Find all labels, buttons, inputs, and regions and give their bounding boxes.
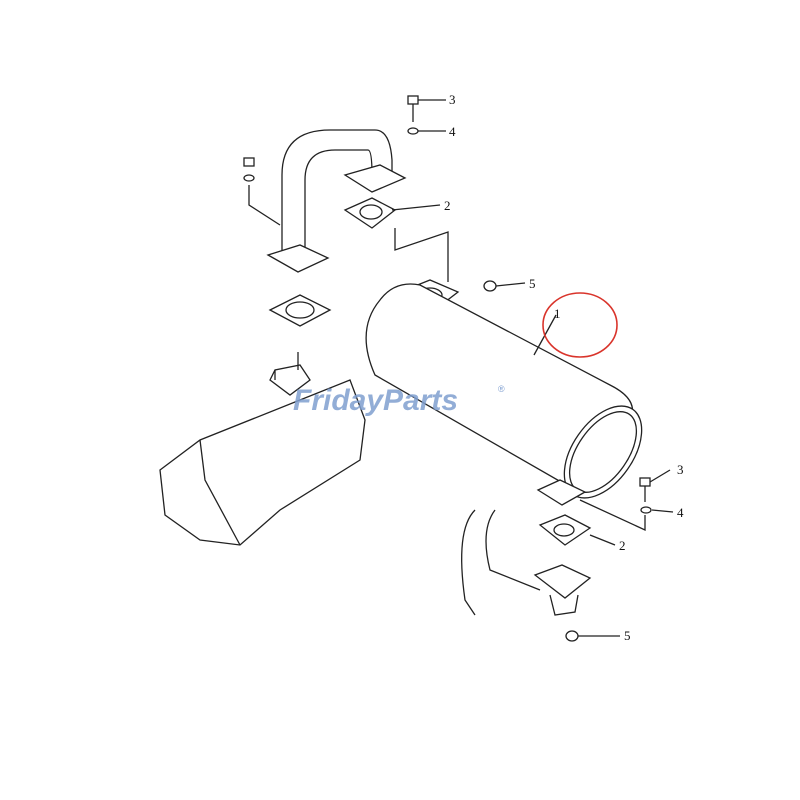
callout-4-lower: 4	[677, 505, 684, 520]
callout-3-upper: 3	[449, 92, 456, 107]
callout-2-lower: 2	[619, 538, 626, 553]
exhaust-manifold	[159, 352, 366, 546]
callout-5-lower: 5	[624, 628, 631, 643]
muffler	[365, 283, 643, 499]
callout-4-upper: 4	[449, 124, 456, 139]
left-bolt	[243, 157, 281, 226]
lower-outlet-pipe	[461, 479, 592, 642]
leader-line	[394, 228, 449, 282]
upper-gasket	[343, 197, 397, 229]
watermark-logo: FridayParts	[293, 384, 458, 417]
callout-5-upper: 5	[529, 276, 536, 291]
lower-bolt	[639, 477, 652, 514]
watermark-registered-mark: ®	[498, 384, 505, 394]
callout-2-upper: 2	[444, 198, 451, 213]
callout-3-lower: 3	[677, 462, 684, 477]
upper-bolt	[407, 95, 419, 135]
callout-1-muffler: 1	[554, 306, 561, 321]
square-gasket	[268, 294, 332, 327]
upper-nut	[483, 280, 497, 292]
upper-elbow-pipe	[266, 129, 407, 273]
highlight-circle	[542, 292, 618, 358]
